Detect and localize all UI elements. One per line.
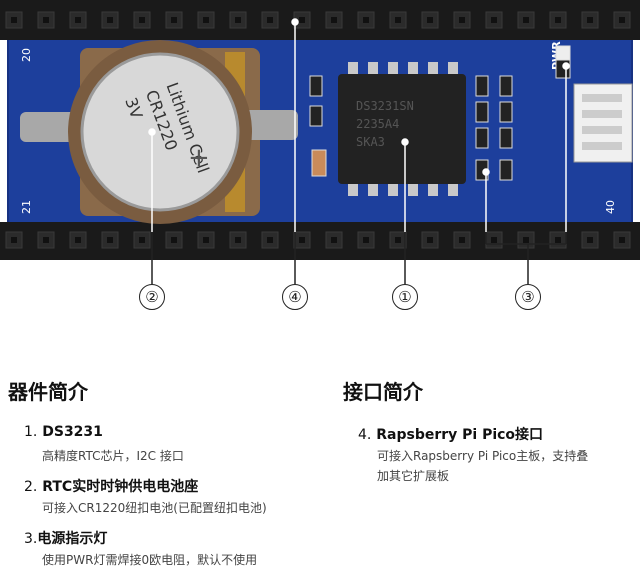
- item-1-num: 1.: [24, 424, 38, 440]
- header-pin-hole: [555, 17, 561, 23]
- header-pin-hole: [363, 17, 369, 23]
- header-pin-hole: [491, 237, 497, 243]
- item-4-title: 4. Rapsberry Pi Pico接口: [358, 424, 543, 444]
- top-pin-header: [0, 0, 640, 40]
- callout-2: ②: [139, 284, 165, 310]
- item-1-title: 1. DS3231: [24, 424, 103, 440]
- header-pin-hole: [523, 17, 529, 23]
- header-pin-hole: [331, 237, 337, 243]
- item-4-desc-line-1: 可接入Rapsberry Pi Pico主板，支持叠: [377, 449, 589, 463]
- header-pin-hole: [491, 17, 497, 23]
- leader-lines-on-board: [148, 18, 570, 232]
- header-pin-hole: [11, 237, 17, 243]
- header-pin-hole: [43, 237, 49, 243]
- interface-intro-title: 接口简介: [343, 380, 423, 404]
- header-pin-hole: [267, 237, 273, 243]
- header-pin-hole: [235, 17, 241, 23]
- silk-21: 21: [20, 200, 33, 214]
- smd-components: [309, 45, 571, 181]
- header-pin-hole: [267, 17, 273, 23]
- header-pin-hole: [203, 17, 209, 23]
- coin-cell: [80, 52, 240, 212]
- header-pin-hole: [107, 237, 113, 243]
- header-pin-hole: [619, 237, 625, 243]
- item-2-num: 2.: [24, 479, 38, 495]
- battery-plus: +: [188, 143, 210, 173]
- header-pin-hole: [171, 17, 177, 23]
- callout-3: ③: [515, 284, 541, 310]
- header-pin-hole: [299, 237, 305, 243]
- item-4-desc-line-2: 加其它扩展板: [377, 469, 450, 483]
- header-pin-hole: [395, 237, 401, 243]
- silk-40: 40: [604, 200, 617, 214]
- header-pin-hole: [587, 237, 593, 243]
- header-pin-hole: [75, 17, 81, 23]
- callout-4: ④: [282, 284, 308, 310]
- header-pin-hole: [299, 17, 305, 23]
- header-pin-hole: [107, 17, 113, 23]
- header-pin-hole: [459, 237, 465, 243]
- component-intro-title: 器件简介: [8, 380, 88, 404]
- item-3-num: 3.: [24, 531, 38, 547]
- header-pin-hole: [587, 17, 593, 23]
- silk-20: 20: [20, 48, 33, 62]
- item-1-desc: 高精度RTC芯片，I2C 接口: [42, 449, 184, 463]
- bottom-pin-header: [0, 222, 640, 260]
- header-pin-hole: [139, 237, 145, 243]
- header-pin-hole: [171, 237, 177, 243]
- header-pin-hole: [203, 237, 209, 243]
- item-2-title: 2. RTC实时时钟供电电池座: [24, 476, 198, 496]
- header-pin-hole: [427, 237, 433, 243]
- header-pin-hole: [459, 17, 465, 23]
- battery-holder: Lithium Cell CR1220 3V +: [20, 40, 298, 224]
- header-pin-hole: [555, 237, 561, 243]
- header-pin-hole: [235, 237, 241, 243]
- header-pin-hole: [331, 17, 337, 23]
- item-3-label: 电源指示灯: [37, 531, 108, 547]
- item-2-desc: 可接入CR1220纽扣电池(已配置纽扣电池): [42, 501, 267, 515]
- leader-lines-below: [151, 232, 567, 284]
- header-pin-hole: [427, 17, 433, 23]
- item-3-desc: 使用PWR灯需焊接0欧电阻，默认不使用: [42, 553, 258, 567]
- header-pin-hole: [395, 17, 401, 23]
- header-pin-hole: [363, 237, 369, 243]
- item-4-label: Rapsberry Pi Pico接口: [376, 427, 544, 443]
- ds3231-chip: DS3231SN 2235A4 SKA3: [338, 62, 466, 196]
- rtc-board-image: Lithium Cell CR1220 3V + 20 21 40 PWR DS…: [0, 0, 640, 284]
- header-pin-hole: [619, 17, 625, 23]
- callout-1: ①: [392, 284, 418, 310]
- board-illustration: Lithium Cell CR1220 3V + 20 21 40 PWR DS…: [0, 0, 640, 284]
- header-pin-hole: [43, 17, 49, 23]
- header-pin-hole: [75, 237, 81, 243]
- item-4-num: 4.: [358, 427, 372, 443]
- item-3-title: 3.电源指示灯: [24, 528, 107, 548]
- item-1-label: DS3231: [42, 424, 103, 440]
- header-pin-hole: [11, 17, 17, 23]
- header-pin-hole: [139, 17, 145, 23]
- chip-text-1: DS3231SN: [356, 99, 414, 113]
- chip-text-2: 2235A4: [356, 117, 399, 131]
- item-2-label: RTC实时时钟供电电池座: [42, 479, 199, 495]
- chip-text-3: SKA3: [356, 135, 385, 149]
- header-pin-hole: [523, 237, 529, 243]
